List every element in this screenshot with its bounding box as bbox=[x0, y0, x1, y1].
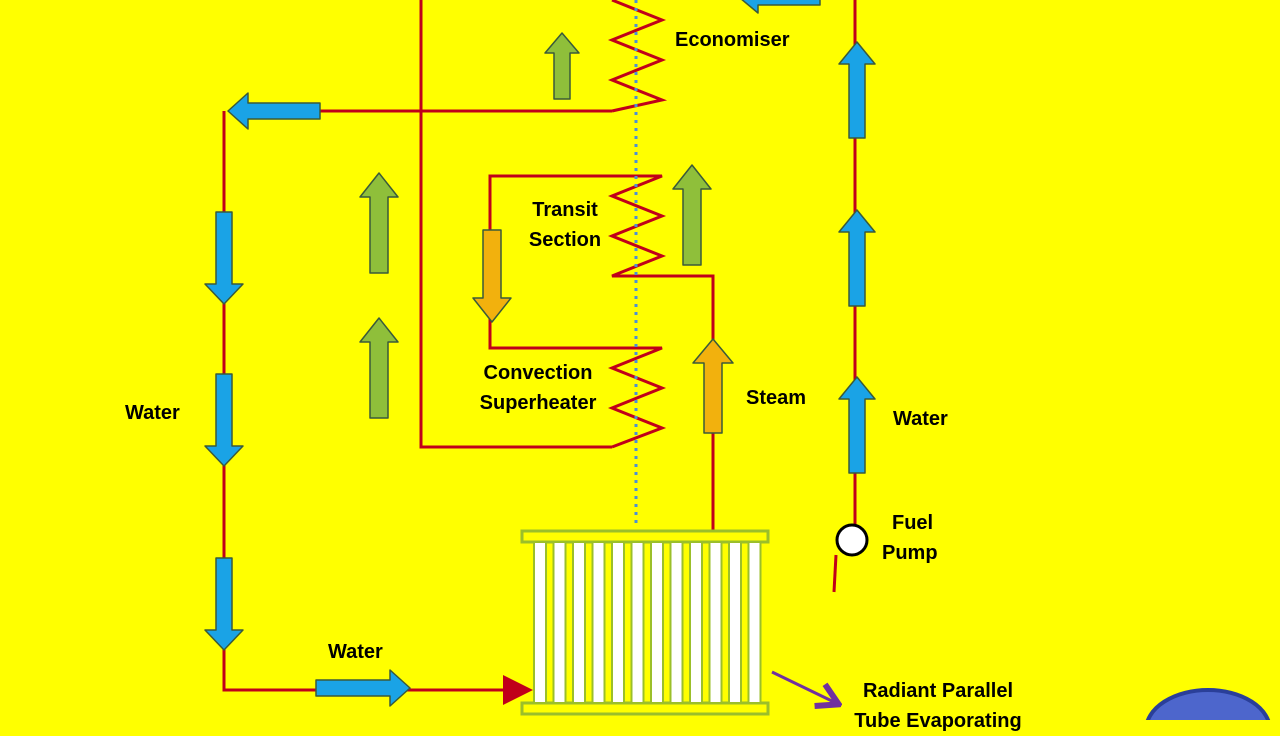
pipe-steam-riser bbox=[612, 274, 715, 530]
tube bbox=[572, 541, 586, 704]
economiser-label: Economiser bbox=[675, 29, 790, 51]
water-arrow-icon bbox=[315, 669, 411, 707]
flue-gas-arrow-icon bbox=[359, 317, 399, 419]
water-arrow-icon bbox=[838, 376, 876, 474]
water-label-bottom: Water bbox=[328, 641, 383, 663]
water-arrow-icon bbox=[204, 373, 244, 467]
transit-section-label: Transit Section bbox=[520, 195, 610, 255]
convection-superheater-label: Convection Superheater bbox=[466, 358, 610, 418]
tube-bank-top-header bbox=[520, 529, 770, 544]
radiant-label-line2: Tube Evaporating bbox=[854, 710, 1022, 732]
fuel-pump-label: Fuel Pump bbox=[882, 508, 938, 568]
water-label-left: Water bbox=[125, 402, 180, 424]
water-arrow-icon bbox=[838, 209, 876, 307]
flow-arrows bbox=[204, 0, 876, 707]
convection-label-line2: Superheater bbox=[479, 392, 597, 414]
fuel-label-line2: Pump bbox=[882, 542, 938, 564]
tube bbox=[747, 541, 762, 704]
nav-button[interactable] bbox=[1145, 688, 1271, 720]
tube bbox=[591, 541, 606, 704]
pipe-fuel-line bbox=[832, 554, 838, 593]
water-arrow-icon bbox=[204, 557, 244, 651]
water-arrow-icon bbox=[838, 41, 876, 139]
convection-label-line1: Convection bbox=[483, 362, 593, 384]
pointer-arrow-icon bbox=[771, 670, 836, 703]
water-arrow-icon bbox=[227, 92, 321, 130]
tube bbox=[552, 541, 567, 704]
tube-bank-bottom-header bbox=[520, 701, 770, 716]
pump-icon bbox=[835, 523, 869, 557]
transit-label-line2: Section bbox=[528, 229, 602, 251]
flue-gas-arrow-icon bbox=[359, 172, 399, 274]
radiant-tube-label: Radiant Parallel Tube Evaporating bbox=[838, 676, 1038, 736]
water-arrow-icon bbox=[204, 211, 244, 305]
steam-label: Steam bbox=[746, 387, 807, 409]
tube bbox=[630, 541, 645, 704]
radiant-label-line1: Radiant Parallel bbox=[862, 680, 1014, 702]
tube bbox=[669, 541, 684, 704]
radiant-tube-bank bbox=[520, 529, 770, 716]
transit-label-line1: Transit bbox=[532, 199, 598, 221]
water-arrow-icon bbox=[741, 0, 821, 14]
tube bbox=[708, 541, 723, 704]
tube-bank-tubes bbox=[533, 541, 762, 704]
flue-gas-arrow-icon bbox=[544, 32, 580, 100]
steam-arrow-icon bbox=[472, 229, 512, 323]
tube bbox=[611, 541, 625, 704]
economiser-coil bbox=[607, 0, 668, 113]
fuel-label-line1: Fuel bbox=[892, 512, 934, 534]
water-label-right: Water bbox=[893, 408, 948, 430]
tube bbox=[689, 541, 703, 704]
tube bbox=[533, 541, 547, 704]
pipe-left-riser bbox=[419, 0, 612, 449]
convection-coil bbox=[607, 346, 667, 449]
boiler-flow-diagram bbox=[204, 0, 1271, 720]
tube bbox=[728, 541, 742, 704]
flue-gas-arrow-icon bbox=[672, 164, 712, 266]
tube bbox=[650, 541, 664, 704]
steam-arrow-icon bbox=[692, 338, 734, 434]
